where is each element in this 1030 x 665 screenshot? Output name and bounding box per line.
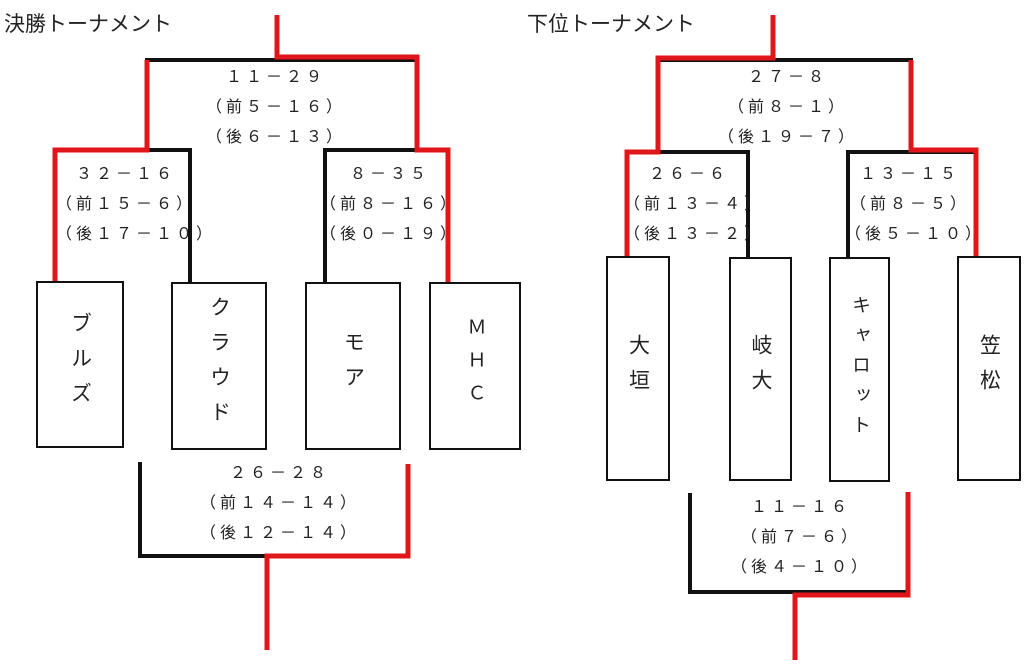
right-semi-left-score: ２６－６ （前１３－４） （後１３－２）	[624, 159, 765, 249]
team-name: クラウド	[207, 296, 232, 436]
total-score: ３２－１６	[75, 164, 176, 183]
first-half-score: （前８－１６）	[320, 194, 461, 213]
total-score: ２６－２８	[229, 463, 330, 482]
first-half-score: （前５－１６）	[205, 97, 346, 116]
left-winner-path	[52, 15, 451, 650]
team-box: クラウド	[171, 282, 267, 450]
total-score: １１－２９	[225, 67, 326, 86]
team-name: ＭＨＣ	[464, 316, 487, 416]
left-final-score: １１－２９ （前５－１６） （後６－１３）	[196, 62, 356, 152]
first-half-score: （前１５－６）	[56, 194, 197, 213]
total-score: １３－１５	[859, 164, 960, 183]
team-name: ブルズ	[68, 312, 93, 417]
first-half-score: （前１３－４）	[624, 194, 765, 213]
second-half-score: （後５－１０）	[845, 224, 986, 243]
first-half-score: （前８－５）	[849, 194, 970, 213]
first-half-score: （前１４－１４）	[199, 493, 360, 512]
total-score: ８－３５	[349, 164, 430, 183]
total-score: １１－１６	[750, 497, 851, 516]
team-name: キャロット	[849, 294, 871, 445]
second-half-score: （後１２－１４）	[199, 523, 360, 542]
second-half-score: （後１３－２）	[624, 224, 765, 243]
team-box: 岐大	[729, 257, 792, 481]
total-score: ２７－８	[747, 67, 828, 86]
team-box: 笠松	[957, 256, 1021, 481]
left-semi-left-score: ３２－１６ （前１５－６） （後１７－１０）	[56, 159, 217, 249]
team-name: 大垣	[626, 333, 651, 404]
right-third-place-score: １１－１６ （前７－６） （後４－１０）	[726, 492, 876, 582]
team-box: ＭＨＣ	[429, 282, 521, 450]
team-box: キャロット	[829, 257, 890, 482]
second-half-score: （後１７－１０）	[56, 224, 217, 243]
right-final-score: ２７－８ （前８－１） （後１９－７）	[718, 62, 858, 152]
total-score: ２６－６	[648, 164, 729, 183]
left-tournament-title: 決勝トーナメント	[4, 12, 172, 36]
team-box: モア	[305, 282, 401, 450]
left-semi-right-score: ８－３５ （前８－１６） （後０－１９）	[320, 159, 460, 249]
team-name: 笠松	[977, 333, 1002, 404]
second-half-score: （後６－１３）	[205, 127, 346, 146]
team-box: ブルズ	[36, 281, 124, 448]
right-winner-path	[624, 15, 979, 660]
second-half-score: （後１９－７）	[718, 127, 859, 146]
second-half-score: （後０－１９）	[320, 224, 461, 243]
left-third-place-score: ２６－２８ （前１４－１４） （後１２－１４）	[190, 458, 370, 548]
second-half-score: （後４－１０）	[730, 557, 871, 576]
first-half-score: （前８－１）	[727, 97, 848, 116]
team-name: モア	[341, 331, 366, 401]
right-semi-right-score: １３－１５ （前８－５） （後５－１０）	[845, 159, 986, 249]
team-box: 大垣	[606, 256, 670, 481]
right-tournament-title: 下位トーナメント	[527, 12, 695, 36]
team-name: 岐大	[749, 334, 773, 404]
first-half-score: （前７－６）	[740, 527, 861, 546]
